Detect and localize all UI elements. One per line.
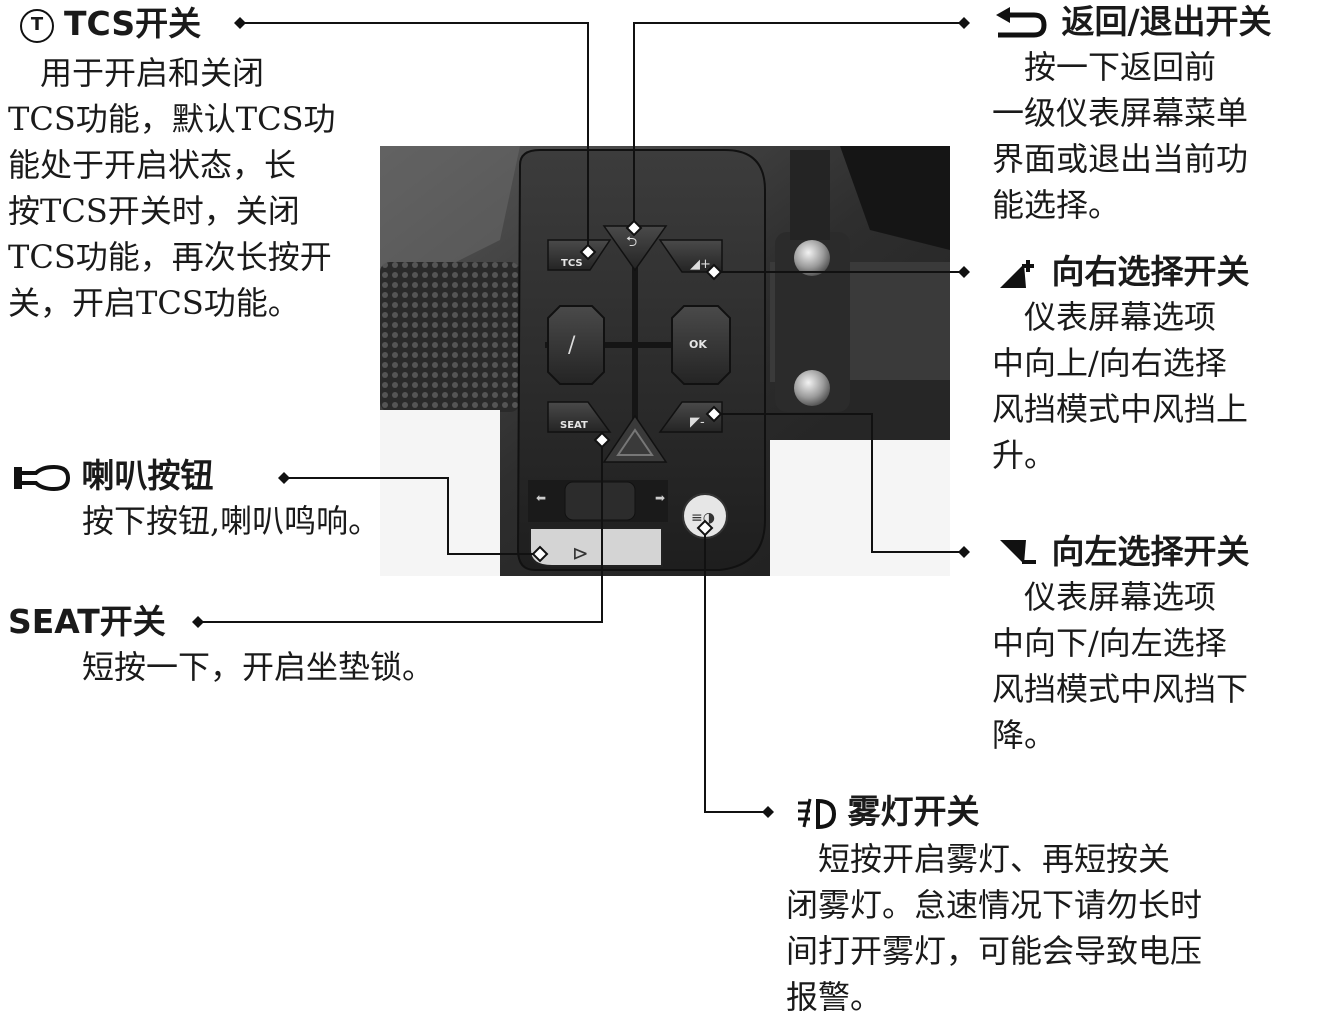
tcs-icon: T bbox=[20, 8, 54, 43]
fog-light-switch-description: 短按开启雾灯、再短按关 闭雾灯。怠速情况下请勿长时 间打开雾灯，可能会导致电压 … bbox=[786, 840, 1203, 1016]
left-select-switch-title: 向左选择开关 bbox=[998, 532, 1250, 572]
left-select-switch-description: 仪表屏幕选项 中向下/向左选择 风挡模式中风挡下 降。 bbox=[992, 578, 1249, 754]
svg-text:◤-: ◤- bbox=[690, 415, 705, 430]
svg-text:⊳: ⊳ bbox=[572, 541, 589, 565]
return-arrow-icon bbox=[996, 6, 1047, 37]
right-select-switch-description: 仪表屏幕选项 中向上/向右选择 风挡模式中风挡上 升。 bbox=[992, 298, 1249, 474]
svg-text:≡◑: ≡◑ bbox=[691, 510, 715, 526]
windscreen-down-icon bbox=[1000, 539, 1036, 564]
svg-text:/: / bbox=[568, 333, 576, 358]
horn-icon bbox=[14, 464, 70, 491]
tcs-switch-description: 用于开启和关闭 TCS功能，默认TCS功 能处于开启状态，长 按TCS开关时，关… bbox=[8, 54, 336, 322]
svg-text:⮌: ⮌ bbox=[626, 234, 637, 250]
right-select-switch-title: 向右选择开关 bbox=[998, 252, 1250, 292]
switch-block-photo: TCS ⮌ ◢+ / OK SEAT ◤- ⬅ ➡ ⊳ ≡◑ bbox=[380, 146, 950, 576]
horn-button-description: 按下按钮,喇叭鸣响。 bbox=[82, 502, 381, 540]
svg-text:➡: ➡ bbox=[655, 491, 665, 505]
return-switch-title: 返回/退出开关 bbox=[992, 2, 1272, 42]
svg-text:⬅: ⬅ bbox=[536, 491, 546, 505]
return-switch-description: 按一下返回前 一级仪表屏幕菜单 界面或退出当前功 能选择。 bbox=[992, 48, 1249, 224]
ok-key-label: OK bbox=[689, 338, 707, 351]
tcs-key-label: TCS bbox=[561, 258, 583, 269]
seat-key-label: SEAT bbox=[560, 420, 588, 431]
horn-button-title: 喇叭按钮 bbox=[12, 456, 214, 496]
svg-text:◢+: ◢+ bbox=[690, 257, 711, 272]
fog-light-switch-title: 雾灯开关 bbox=[796, 792, 980, 832]
seat-switch-title: SEAT开关 bbox=[8, 602, 166, 641]
seat-switch-description: 短按一下，开启坐垫锁。 bbox=[82, 648, 435, 686]
windscreen-up-icon bbox=[1000, 259, 1034, 288]
fog-light-icon bbox=[798, 798, 836, 829]
